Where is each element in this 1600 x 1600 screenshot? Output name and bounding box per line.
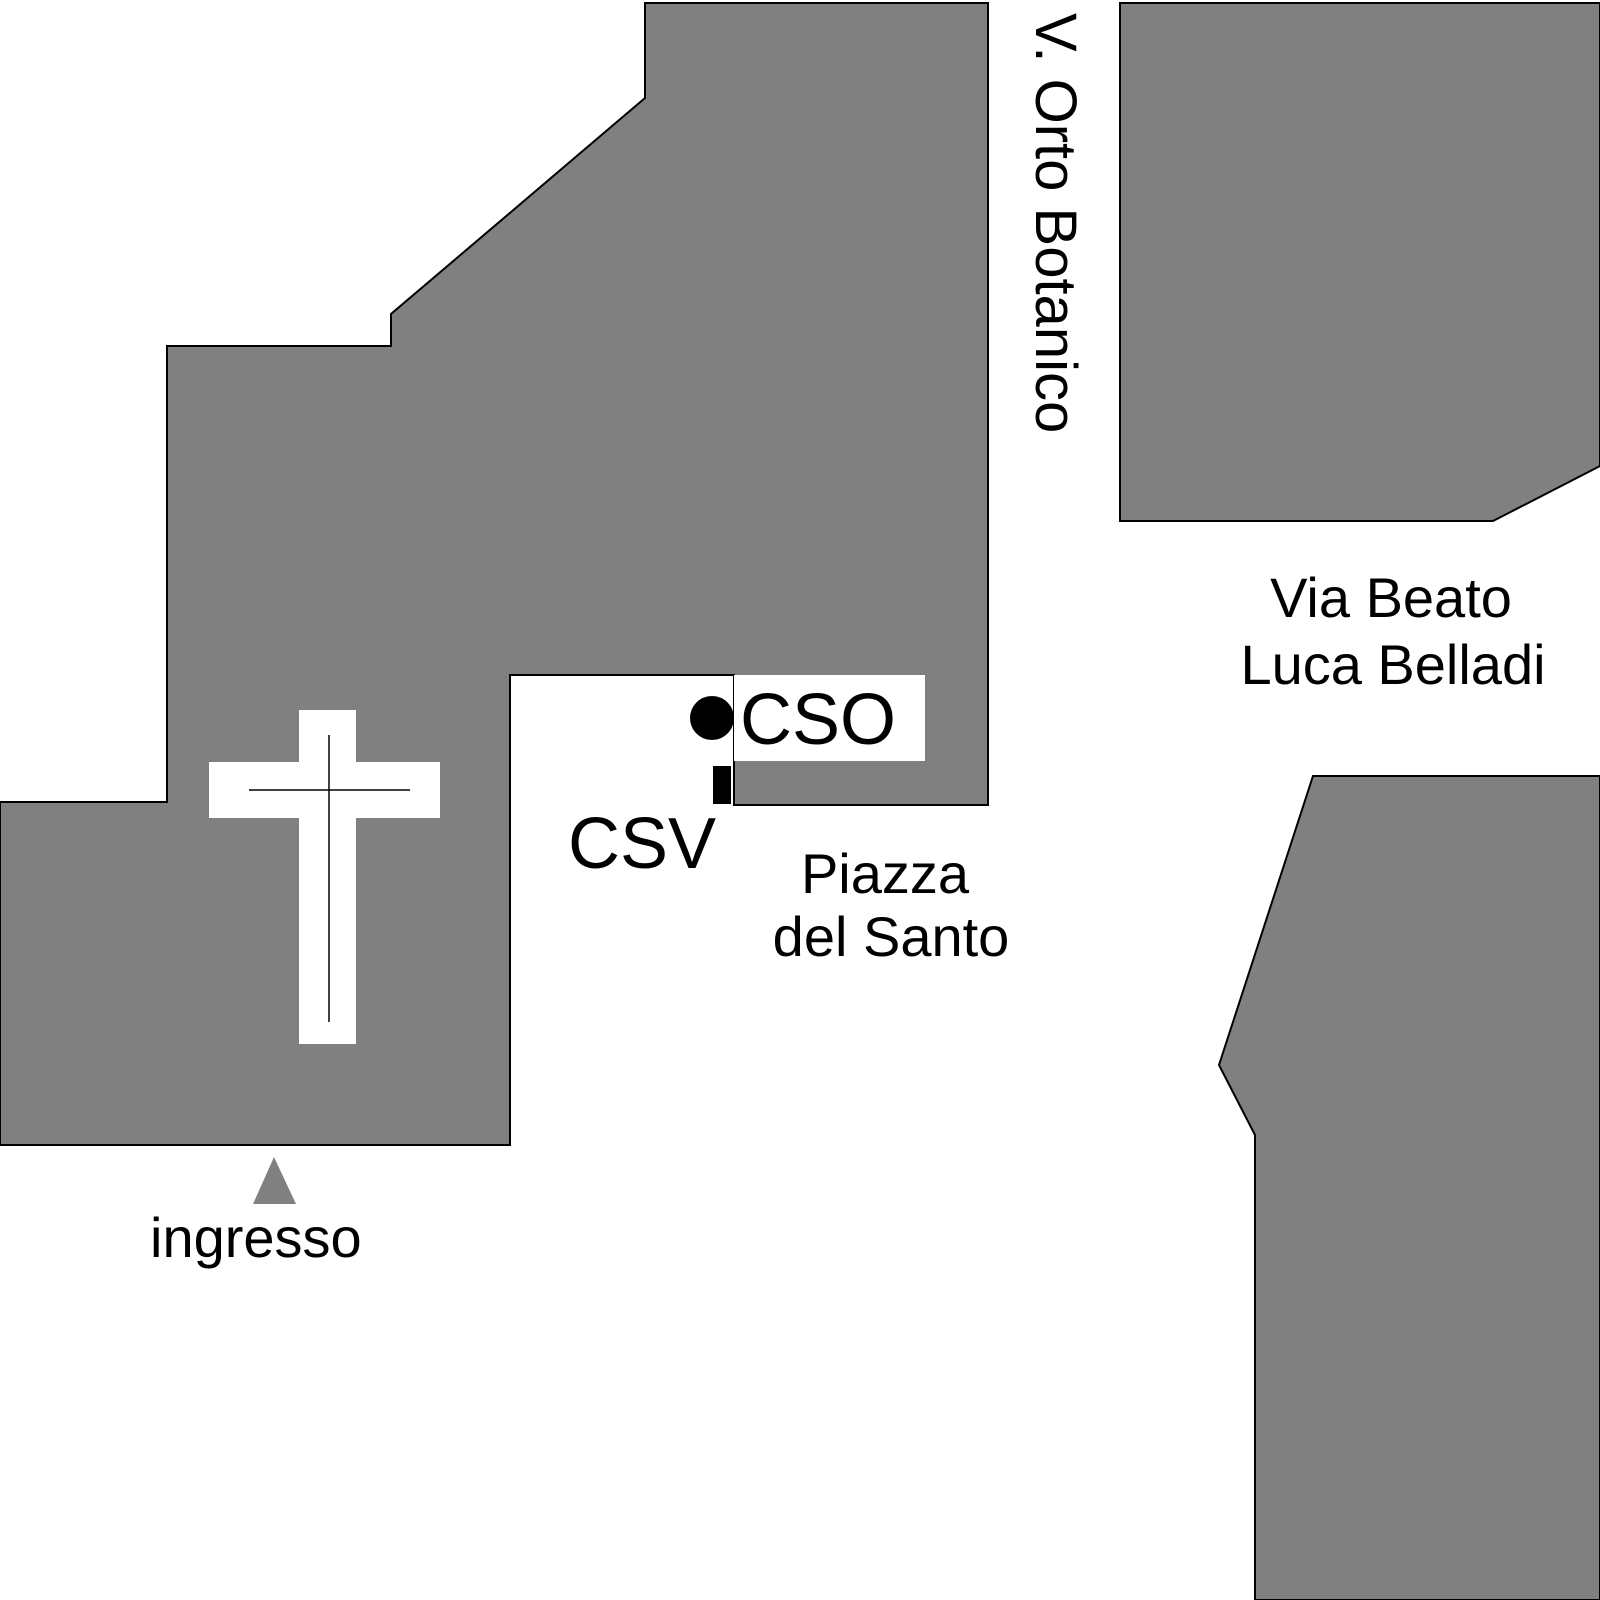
small-square-icon xyxy=(713,766,731,804)
basilica-block xyxy=(0,2,989,1146)
label-street-orto-botanico: V. Orto Botanico xyxy=(1023,13,1088,433)
northeast-block xyxy=(1119,2,1600,522)
triangle-up-icon xyxy=(253,1157,296,1204)
filled-circle-icon xyxy=(690,696,734,740)
label-street-beato-line2: Luca Belladi xyxy=(1240,633,1545,696)
label-street-beato-line1: Via Beato xyxy=(1270,566,1512,629)
label-piazza-line1: Piazza xyxy=(801,842,970,905)
label-csv: CSV xyxy=(568,804,716,884)
label-entrance: ingresso xyxy=(150,1206,362,1269)
label-cso: CSO xyxy=(740,680,896,760)
label-piazza-line2: del Santo xyxy=(773,905,1010,968)
cso-label-box xyxy=(734,675,925,761)
cross-icon xyxy=(209,710,440,1044)
southeast-block xyxy=(1217,775,1600,1600)
